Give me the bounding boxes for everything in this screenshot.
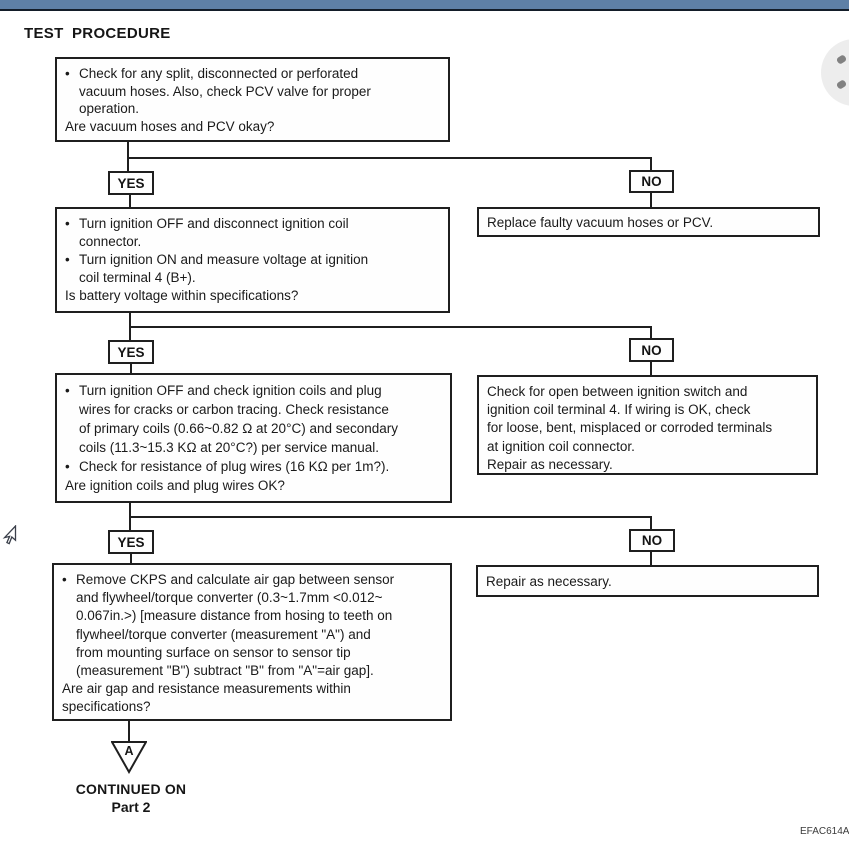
doc-code: EFAC614A: [800, 826, 849, 837]
continued-on-text: CONTINUED ON: [75, 781, 187, 797]
step-line: • Remove CKPS and calculate air gap betwe…: [62, 571, 442, 589]
decision-no-3: NO: [629, 529, 675, 552]
no-action-text: Replace faulty vacuum hoses or PCV.: [487, 215, 714, 230]
step-text: (measurement "B") subtract "B" from "A"=…: [76, 663, 374, 679]
bullet-icon: •: [62, 572, 67, 587]
connector-line: [130, 362, 132, 374]
step-text: vacuum hoses. Also, check PCV valve for …: [79, 83, 371, 99]
no-result-box-1: Replace faulty vacuum hoses or PCV.: [477, 207, 820, 237]
no-action-text: at ignition coil connector.: [487, 438, 635, 454]
connector-line: [129, 326, 652, 328]
step-line: • Turn ignition OFF and check ignition co…: [65, 381, 442, 400]
triangle-down-icon: [110, 741, 148, 775]
dot-icon: [835, 54, 848, 65]
connector-line: [129, 516, 652, 518]
step-text: coil terminal 4 (B+).: [79, 270, 196, 285]
connector-line: [650, 516, 652, 530]
decision-no-1: NO: [629, 170, 674, 193]
step-text: Turn ignition OFF and check ignition coi…: [79, 383, 382, 398]
flow-step-box-1: • Check for any split, disconnected or pe…: [55, 57, 450, 142]
step-question: Is battery voltage within specifications…: [65, 288, 299, 303]
connector-line: [650, 157, 652, 171]
continuation-connector-triangle: [110, 741, 148, 775]
bullet-icon: •: [65, 383, 70, 398]
no-action-text: Check for open between ignition switch a…: [487, 384, 748, 399]
step-line: • Check for resistance of plug wires (16 …: [65, 457, 442, 476]
decision-yes-2: YES: [108, 340, 154, 364]
no-action-text: for loose, bent, misplaced or corroded t…: [487, 420, 773, 436]
connector-line: [130, 552, 132, 564]
bullet-icon: •: [65, 216, 70, 231]
edge-floating-button[interactable]: [821, 39, 849, 106]
no-result-box-3: Repair as necessary.: [476, 565, 819, 597]
step-question: Are ignition coils and plug wires OK?: [65, 478, 285, 493]
step-text: and flywheel/torque converter (0.3~1.7mm…: [76, 590, 383, 606]
flow-step-box-2: • Turn ignition OFF and disconnect igniti…: [55, 207, 450, 313]
mouse-cursor-icon: [2, 525, 17, 545]
step-question: Are air gap and resistance measurements …: [62, 681, 351, 697]
no-action-text: ignition coil terminal 4. If wiring is O…: [487, 402, 751, 418]
step-text: Check for any split, disconnected or per…: [79, 66, 359, 81]
step-line: • Check for any split, disconnected or pe…: [65, 65, 440, 83]
step-text: operation.: [79, 101, 140, 116]
flow-step-box-3: • Turn ignition OFF and check ignition co…: [55, 373, 452, 503]
connector-line: [127, 140, 129, 172]
connector-label: A: [124, 744, 134, 758]
step-text: Check for resistance of plug wires (16 K…: [79, 459, 390, 474]
connector-line: [127, 157, 652, 159]
step-text: of primary coils (0.66~0.82 Ω at 20°C) a…: [79, 421, 399, 436]
step-text: Turn ignition ON and measure voltage at …: [79, 252, 369, 267]
step-text: connector.: [79, 234, 142, 249]
connector-line: [650, 326, 652, 339]
step-text: Remove CKPS and calculate air gap betwee…: [76, 572, 395, 587]
flow-step-box-4: • Remove CKPS and calculate air gap betwe…: [52, 563, 452, 721]
step-text: Turn ignition OFF and disconnect ignitio…: [79, 216, 349, 231]
no-result-box-2: Check for open between ignition switch a…: [477, 375, 818, 475]
step-question: Are vacuum hoses and PCV okay?: [65, 118, 275, 134]
bullet-icon: •: [65, 66, 70, 81]
step-text: wires for cracks or carbon tracing. Chec…: [79, 402, 389, 417]
connector-line: [128, 719, 130, 742]
decision-no-2: NO: [629, 338, 674, 362]
connector-line: [129, 193, 131, 208]
step-text: 0.067in.>) [measure distance from hosing…: [76, 608, 393, 624]
bullet-icon: •: [65, 459, 70, 474]
no-action-text: Repair as necessary.: [487, 456, 613, 472]
decision-yes-3: YES: [108, 530, 154, 554]
step-text: flywheel/torque converter (measurement "…: [76, 626, 371, 642]
step-line: • Turn ignition OFF and disconnect igniti…: [65, 215, 440, 233]
bullet-icon: •: [65, 252, 70, 267]
connector-line: [650, 550, 652, 566]
connector-line: [650, 191, 652, 208]
continued-on-part: Part 2: [111, 799, 151, 815]
decision-yes-1: YES: [108, 171, 154, 195]
no-action-text: Repair as necessary.: [486, 574, 612, 589]
dot-icon: [835, 79, 848, 90]
step-question: specifications?: [62, 699, 151, 715]
page-title: TEST PROCEDURE: [24, 25, 171, 42]
window-title-bar: [0, 0, 849, 11]
connector-line: [650, 360, 652, 376]
step-text: from mounting surface on sensor to senso…: [76, 644, 351, 660]
step-text: coils (11.3~15.3 KΩ at 20°C?) per servic…: [79, 440, 380, 455]
step-line: • Turn ignition ON and measure voltage at…: [65, 251, 440, 269]
